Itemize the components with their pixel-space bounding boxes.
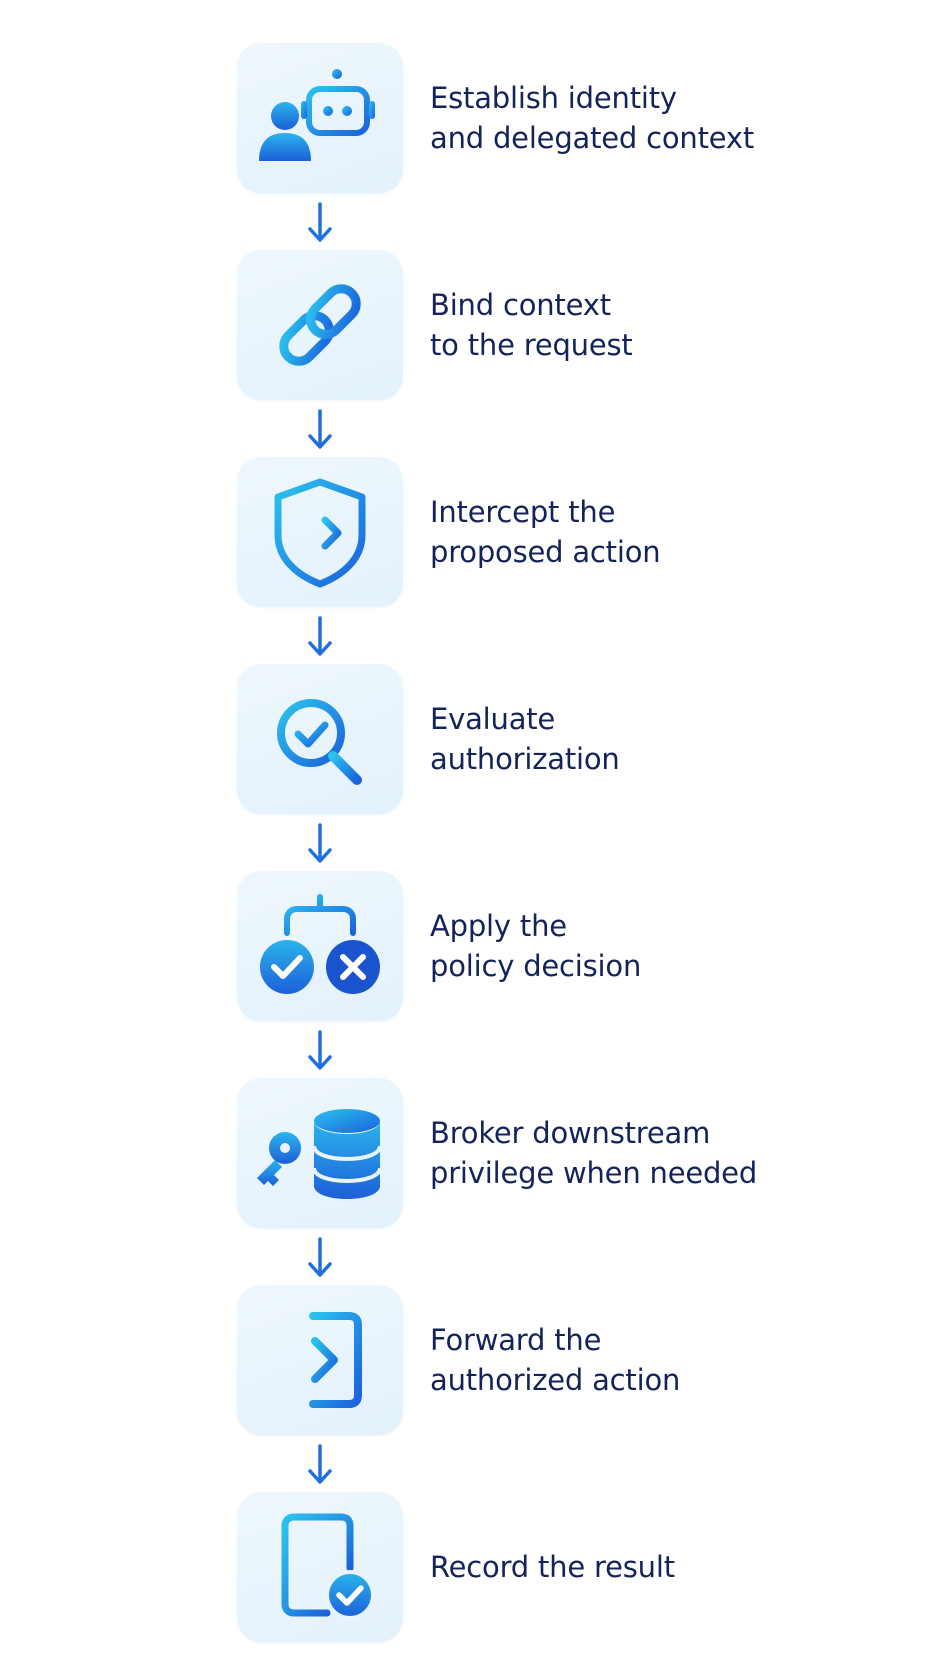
- step-label-line: authorized action: [430, 1363, 681, 1397]
- step-broker-privilege: Broker downstream privilege when needed: [237, 1078, 857, 1228]
- step-label: Intercept the proposed action: [430, 457, 850, 607]
- branch-decision-icon: [260, 894, 380, 994]
- step-icon-tile: [237, 871, 403, 1021]
- step-label-line: Broker downstream: [430, 1116, 711, 1150]
- step-label-line: Evaluate: [430, 702, 556, 736]
- enter-arrow-icon: [271, 1312, 362, 1408]
- step-label-line: Intercept the: [430, 495, 616, 529]
- step-label-line: Record the result: [430, 1550, 675, 1584]
- step-label: Evaluate authorization: [430, 664, 850, 814]
- step-label-line: to the request: [430, 328, 633, 362]
- step-label: Record the result: [430, 1492, 850, 1642]
- magnifier-check-icon: [277, 699, 362, 785]
- user-robot-icon: [259, 69, 375, 161]
- step-label-line: policy decision: [430, 949, 642, 983]
- step-icon-tile: [237, 457, 403, 607]
- step-label-line: authorization: [430, 742, 620, 776]
- step-label-line: Apply the: [430, 909, 567, 943]
- flow-arrow-down-icon: [302, 1026, 338, 1080]
- flow-arrow-down-icon: [302, 819, 338, 873]
- shield-arrow-icon: [274, 478, 366, 588]
- step-label: Establish identity and delegated context: [430, 43, 850, 193]
- document-check-icon: [281, 1513, 375, 1620]
- step-icon-tile: [237, 43, 403, 193]
- flow-arrow-down-icon: [302, 1440, 338, 1494]
- step-forward-action: Forward the authorized action: [237, 1285, 857, 1435]
- step-apply-policy: Apply the policy decision: [237, 871, 857, 1021]
- flow-arrow-down-icon: [302, 405, 338, 459]
- flow-arrow-down-icon: [302, 612, 338, 666]
- step-label-line: privilege when needed: [430, 1156, 758, 1190]
- step-evaluate-authorization: Evaluate authorization: [237, 664, 857, 814]
- step-icon-tile: [237, 250, 403, 400]
- step-establish-identity: Establish identity and delegated context: [237, 43, 857, 193]
- step-label: Bind context to the request: [430, 250, 850, 400]
- step-icon-tile: [237, 1078, 403, 1228]
- step-icon-tile: [237, 1285, 403, 1435]
- key-database-icon: [257, 1109, 382, 1199]
- step-label-line: Forward the: [430, 1323, 602, 1357]
- step-label-line: Bind context: [430, 288, 611, 322]
- step-icon-tile: [237, 1492, 403, 1642]
- step-bind-context: Bind context to the request: [237, 250, 857, 400]
- step-label: Apply the policy decision: [430, 871, 850, 1021]
- step-label-line: Establish identity: [430, 81, 677, 115]
- step-label: Forward the authorized action: [430, 1285, 850, 1435]
- step-label: Broker downstream privilege when needed: [430, 1078, 850, 1228]
- step-record-result: Record the result: [237, 1492, 857, 1642]
- step-intercept-action: Intercept the proposed action: [237, 457, 857, 607]
- step-label-line: and delegated context: [430, 121, 755, 155]
- flow-arrow-down-icon: [302, 1233, 338, 1287]
- step-icon-tile: [237, 664, 403, 814]
- link-icon: [279, 284, 361, 366]
- step-label-line: proposed action: [430, 535, 661, 569]
- flow-arrow-down-icon: [302, 198, 338, 252]
